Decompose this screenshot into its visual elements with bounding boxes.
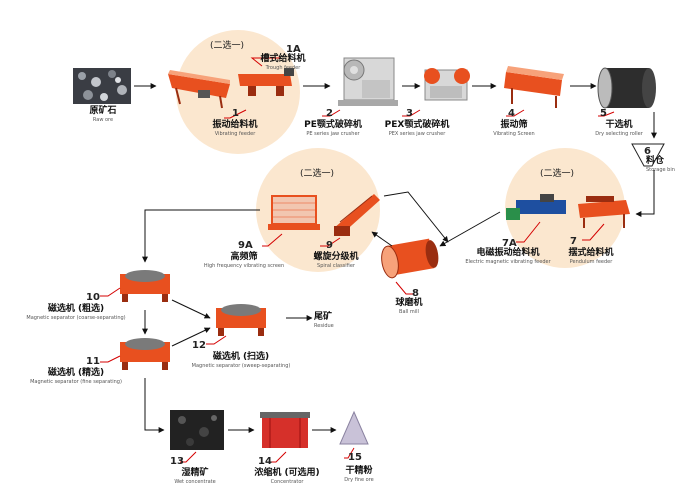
num-9a: 9A: [238, 240, 253, 251]
num-12: 12: [192, 340, 206, 351]
dry-fine-ore-image: [339, 410, 369, 445]
arrow-classifier-to-mag1: [142, 209, 260, 263]
num-7a: 7A: [502, 238, 517, 249]
group-circle-classifiers: [256, 148, 380, 272]
num-2: 2: [326, 108, 333, 119]
num-13: 13: [170, 456, 184, 467]
arrow-mag1-to-mag3: [171, 299, 211, 319]
num-6: 6: [644, 146, 651, 157]
label-mag-coarse: 磁选机 (粗选)Magnetic separator (coarse-separ…: [26, 304, 126, 321]
label-mag-sweep: 磁选机 (扫选)Magnetic separator (sweep-separa…: [191, 352, 291, 369]
spiral-classifier-image: [334, 194, 380, 236]
num-8: 8: [412, 288, 419, 299]
num-1a: 1A: [286, 44, 301, 55]
trough-feeder-image: [238, 68, 294, 96]
num-7: 7: [570, 236, 577, 247]
label-mag-fine: 磁选机 (精选)Magnetic separator (fine separat…: [30, 368, 122, 385]
magnetic-separator-fine-image: [120, 338, 170, 370]
group-label-2: (二选一): [300, 169, 335, 179]
vibrating-feeder-image: [168, 70, 230, 109]
num-14: 14: [258, 456, 272, 467]
raw-ore-image: [73, 68, 131, 104]
num-4: 4: [508, 108, 515, 119]
num-1: 1: [232, 108, 239, 119]
leader-lines: [100, 57, 615, 463]
num-10: 10: [86, 292, 100, 303]
wet-concentrate-image: [170, 410, 224, 450]
pe-jaw-crusher-image: [338, 57, 398, 106]
arrow-feeder-to-mill: [439, 211, 501, 247]
vibrating-screen-image: [504, 66, 564, 108]
concentrator-image: [260, 412, 310, 448]
group-circle-feeders: [176, 30, 300, 154]
arrow-bin-to-feeder7: [635, 170, 655, 217]
num-11: 11: [86, 356, 100, 367]
pex-jaw-crusher-image: [424, 68, 470, 101]
arrow-mag2-to-wet: [144, 378, 165, 433]
electromagnetic-feeder-image: [506, 194, 566, 220]
pendulum-feeder-image: [578, 196, 630, 228]
num-5: 5: [600, 108, 607, 119]
high-frequency-screen-image: [268, 195, 320, 230]
arrow-mill-to-classifier: [371, 231, 393, 247]
group-label-1: (二选一): [210, 41, 245, 51]
arrow-classifier-return: [383, 191, 449, 243]
num-3: 3: [406, 108, 413, 119]
flow-arrows: [134, 83, 657, 433]
magnetic-separator-sweep-image: [216, 304, 266, 336]
group-label-3: (二选一): [540, 169, 575, 179]
label-concentrator: 浓缩机 (可选用)Concentrator: [254, 468, 320, 485]
dry-selecting-roller-image: [597, 67, 656, 109]
num-15: 15: [348, 452, 362, 463]
ball-mill-image: [381, 238, 439, 279]
arrow-mag2-to-mag3: [171, 327, 211, 347]
storage-bin-image: [631, 143, 665, 167]
magnetic-separator-coarse-image: [120, 270, 170, 302]
num-9: 9: [326, 240, 333, 251]
